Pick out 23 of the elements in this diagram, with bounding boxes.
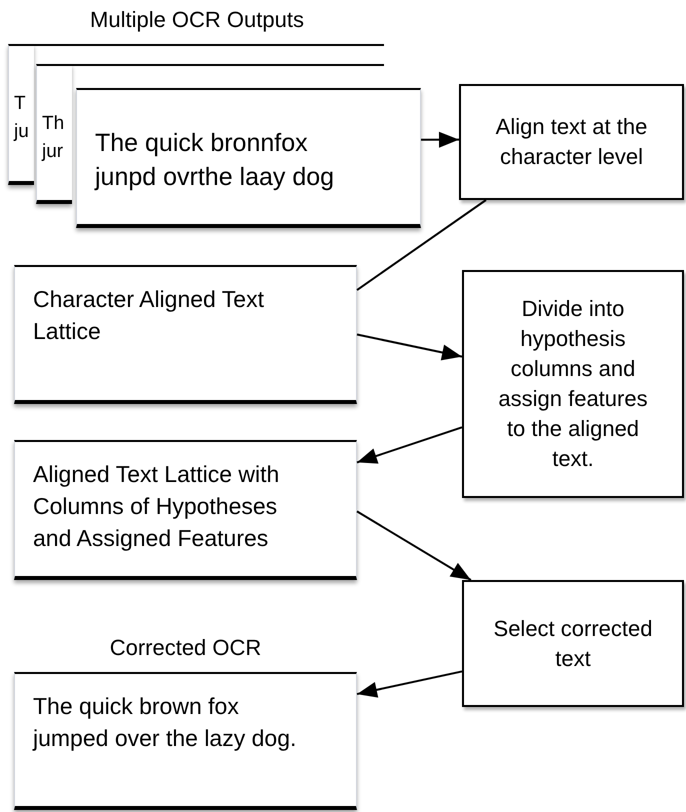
document-text: T ju [14, 92, 30, 144]
arrow [356, 510, 472, 581]
document-text: The quick brown fox jumped over the lazy dog. [32, 692, 298, 753]
document-box [14, 440, 357, 580]
document-heading: Corrected OCR [108, 634, 262, 662]
document-box [14, 265, 357, 404]
arrow [356, 426, 462, 464]
process-box [462, 270, 684, 498]
document-text: Character Aligned Text Lattice [32, 285, 265, 346]
process-text: Divide into hypothesis columns and assign features to the aligned text. [497, 295, 649, 473]
arrow [421, 132, 459, 148]
arrow [356, 670, 462, 698]
process-text: Align text at the character level [494, 113, 648, 171]
document-box [76, 88, 421, 228]
document-text: Aligned Text Lattice with Columns of Hypotheses and Assigned Features [32, 460, 280, 553]
document-heading: Multiple OCR Outputs [89, 6, 305, 34]
document-text: Th jur [42, 112, 66, 164]
process-box [462, 580, 684, 707]
arrow [356, 334, 462, 360]
document-box [36, 64, 72, 204]
document-text: The quick bronnfox junpd ovrthe laay dog [93, 128, 336, 193]
process-text: Select corrected text [492, 614, 654, 672]
process-box [459, 84, 684, 200]
